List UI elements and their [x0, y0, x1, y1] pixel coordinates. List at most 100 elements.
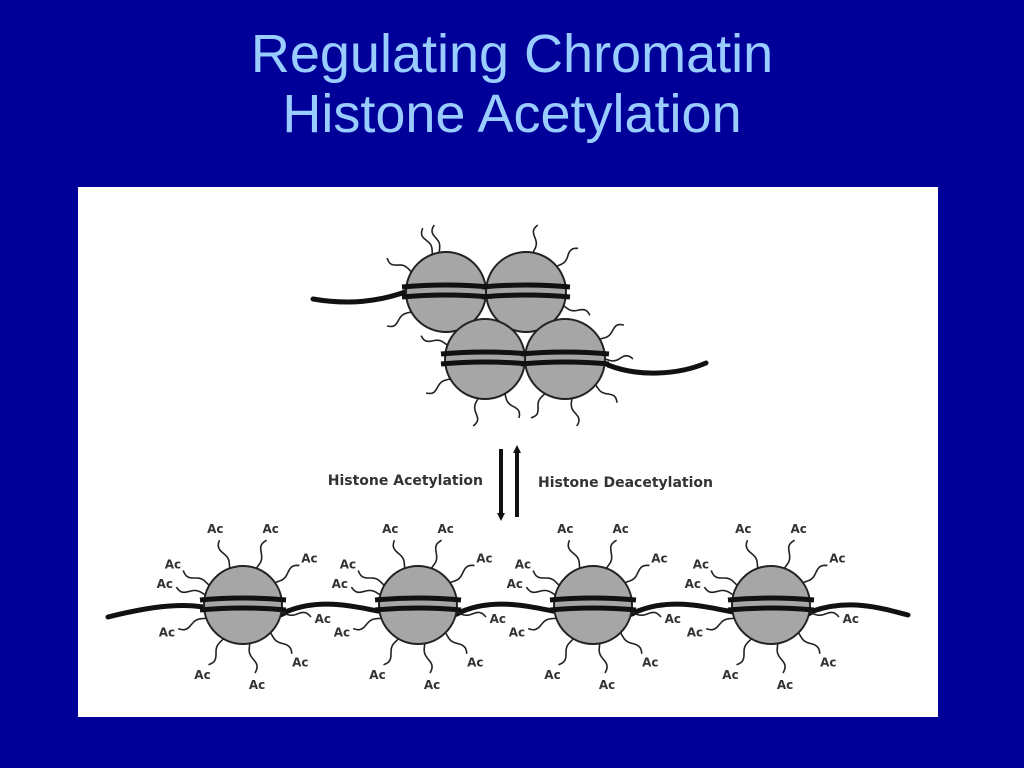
histone-tail: [802, 564, 828, 584]
dna-wrap: [374, 605, 462, 613]
histone-tail: [352, 617, 382, 631]
acetyl-tag: Ac: [292, 655, 308, 669]
equilibrium-arrows: [497, 445, 521, 521]
histone-tail: [392, 539, 406, 569]
histone-tail: [350, 586, 381, 596]
dna-wrap: [549, 595, 637, 603]
acetyl-tag: Ac: [665, 612, 681, 626]
acetyl-tag: Ac: [249, 678, 265, 692]
acetyl-tag: Ac: [159, 626, 175, 640]
histone-core: [524, 318, 606, 400]
histone-tail: [624, 564, 650, 584]
histone-tail: [175, 586, 206, 596]
acetyl-tag: Ac: [262, 522, 278, 536]
histone-tail: [269, 632, 293, 654]
histone-tail: [357, 570, 385, 587]
histone-tail: [274, 564, 300, 584]
acetyl-tag: Ac: [369, 668, 385, 682]
acetyl-tag: Ac: [207, 522, 223, 536]
histone-tail: [797, 632, 821, 654]
histone-tail: [255, 539, 268, 569]
histone-tail: [425, 378, 451, 395]
acetyl-tag: Ac: [437, 522, 453, 536]
acetyl-tag: Ac: [642, 655, 658, 669]
dna-wrap: [727, 605, 815, 613]
histone-tail: [705, 617, 735, 631]
histone-tail: [182, 570, 210, 587]
histone-tail: [504, 393, 521, 419]
acetyl-tag: Ac: [651, 552, 667, 566]
histone-tail: [532, 570, 560, 587]
histone-tail: [558, 638, 575, 666]
acetyl-tag: Ac: [315, 612, 331, 626]
dna-strand-condensed-right: [605, 360, 709, 376]
acetyl-tag: Ac: [544, 668, 560, 682]
slide-title: Regulating Chromatin Histone Acetylation: [0, 24, 1024, 144]
histone-core: [731, 565, 811, 645]
dna-wrap: [481, 292, 571, 300]
histone-tail: [703, 586, 734, 596]
histone-tail: [444, 632, 468, 654]
acetyl-tag: Ac: [509, 626, 525, 640]
acetyl-tag: Ac: [722, 668, 738, 682]
histone-tail: [736, 638, 753, 666]
histone-tail: [570, 398, 580, 427]
histone-tail: [530, 393, 546, 419]
histone-core: [485, 251, 567, 333]
acetyl-tag: Ac: [557, 522, 573, 536]
acetyl-tag: Ac: [165, 558, 181, 572]
histone-tail: [783, 539, 796, 569]
histone-tail: [383, 638, 400, 666]
dna-wrap: [520, 359, 610, 367]
condensed-nucleosome: [386, 224, 491, 333]
histone-core: [378, 565, 458, 645]
dna-strand-condensed-left: [310, 288, 411, 305]
acetylation-label: Histone Acetylation: [328, 473, 483, 489]
histone-tail: [208, 638, 225, 666]
histone-tail: [594, 384, 618, 403]
dna-wrap: [520, 349, 610, 357]
acetyl-tag: Ac: [820, 655, 836, 669]
acetyl-tag: Ac: [735, 522, 751, 536]
histone-tail: [420, 335, 448, 346]
condensed-chromatin: [310, 224, 709, 427]
histone-core: [203, 565, 283, 645]
acetyl-tag: Ac: [507, 577, 523, 591]
dna-wrap: [549, 605, 637, 613]
histone-tail: [456, 611, 487, 618]
acetyl-tag: Ac: [157, 577, 173, 591]
dna-wrap: [440, 349, 530, 357]
histone-tail: [710, 570, 738, 587]
acetyl-tag: Ac: [693, 558, 709, 572]
acetyl-tag: Ac: [332, 577, 348, 591]
histone-tail: [809, 611, 840, 618]
histone-tail: [776, 643, 786, 674]
dna-wrap: [440, 359, 530, 367]
histone-tail: [431, 224, 441, 253]
histone-tail: [532, 224, 539, 253]
histone-tail: [430, 539, 443, 569]
histone-tail: [177, 617, 207, 631]
acetyl-tag: Ac: [382, 522, 398, 536]
histone-tail: [527, 617, 557, 631]
dna-wrap: [374, 595, 462, 603]
histone-core: [444, 318, 526, 400]
acetyl-tag: Ac: [476, 552, 492, 566]
histone-tail: [217, 539, 231, 569]
histone-tail: [745, 539, 759, 569]
histone-tail: [605, 539, 618, 569]
chromatin-diagram: Histone Acetylation Histone Deacetylatio…: [78, 187, 938, 717]
acetyl-tag: Ac: [340, 558, 356, 572]
acetyl-tag: Ac: [515, 558, 531, 572]
acetyl-tag: Ac: [424, 678, 440, 692]
acetyl-tag: Ac: [687, 626, 703, 640]
dna-wrap: [401, 282, 491, 290]
histone-tail: [619, 632, 643, 654]
acetyl-tag: Ac: [467, 655, 483, 669]
acetyl-tag: Ac: [612, 522, 628, 536]
histone-tail: [420, 227, 434, 255]
acetyl-tag: Ac: [194, 668, 210, 682]
